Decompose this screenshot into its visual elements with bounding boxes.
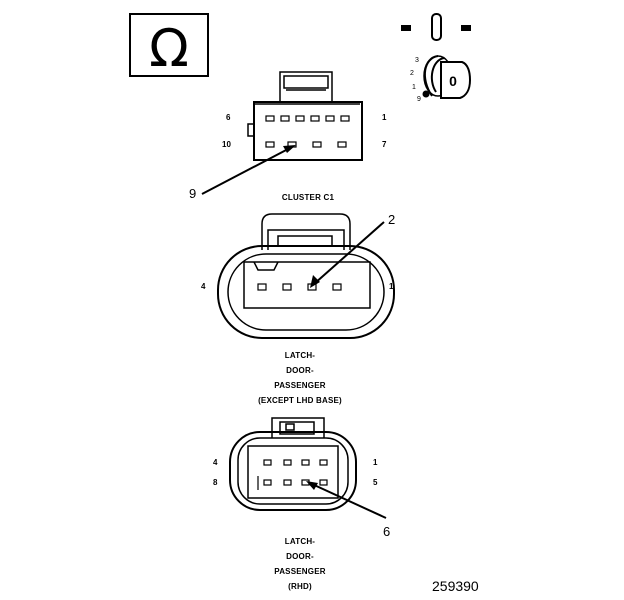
latch-rhd-caption-line: DOOR- — [286, 552, 314, 561]
latch-except-cavities — [257, 283, 342, 291]
latch-except-pin-1: 1 — [389, 282, 394, 291]
key-glyph: 0 — [449, 73, 457, 89]
figure-number: 259390 — [432, 578, 479, 594]
cluster-pin-10: 10 — [222, 140, 231, 149]
latch-except-caption-line: (EXCEPT LHD BASE) — [258, 396, 342, 405]
latch-rhd-pin-4: 4 — [213, 458, 218, 467]
latch-rhd-caption-line: (RHD) — [288, 582, 312, 591]
latch-rhd-pin-8: 8 — [213, 478, 218, 487]
cluster-pin-6: 6 — [226, 113, 231, 122]
key-pos-1: 1 — [412, 84, 416, 91]
cluster-callout-arrow — [201, 145, 296, 195]
latch-except-pin-4: 4 — [201, 282, 206, 291]
latch-except-callout-arrow — [310, 221, 385, 288]
ohm-symbol-glyph: Ω — [149, 19, 189, 79]
latch-rhd-connector — [229, 417, 357, 511]
latch-except-caption-line: DOOR- — [286, 366, 314, 375]
cluster-pin-1: 1 — [382, 113, 387, 122]
latch-rhd-callout-arrow — [306, 481, 387, 519]
latch-rhd-caption-line: LATCH- — [284, 537, 316, 546]
cluster-c1-connector — [247, 71, 363, 161]
cluster-callout-number: 9 — [189, 186, 197, 201]
latch-rhd-pin-5: 5 — [373, 478, 378, 487]
ohm-symbol-box: Ω — [129, 13, 209, 79]
key-pos-9: 9 — [417, 96, 421, 103]
key-pos-2: 2 — [410, 70, 414, 77]
latch-rhd-callout-number: 6 — [383, 524, 391, 539]
latch-except-connector — [217, 213, 395, 339]
latch-except-caption-line: LATCH- — [284, 351, 316, 360]
latch-except-callout-number: 2 — [388, 212, 396, 227]
latch-except-caption: LATCH- DOOR- PASSENGER (EXCEPT LHD BASE) — [230, 348, 370, 408]
latch-except-caption-line: PASSENGER — [274, 381, 326, 390]
key-pos-3: 3 — [415, 57, 419, 64]
latch-rhd-caption-line: PASSENGER — [274, 567, 326, 576]
cluster-cavities — [265, 115, 350, 148]
cluster-pin-7: 7 — [382, 140, 387, 149]
cluster-caption: CLUSTER C1 — [281, 193, 335, 202]
latch-rhd-pin-1: 1 — [373, 458, 378, 467]
key-switch-icon: 0 3 2 1 9 — [401, 13, 472, 103]
latch-rhd-cavities — [257, 459, 328, 490]
latch-rhd-caption: LATCH- DOOR- PASSENGER (RHD) — [230, 534, 370, 594]
